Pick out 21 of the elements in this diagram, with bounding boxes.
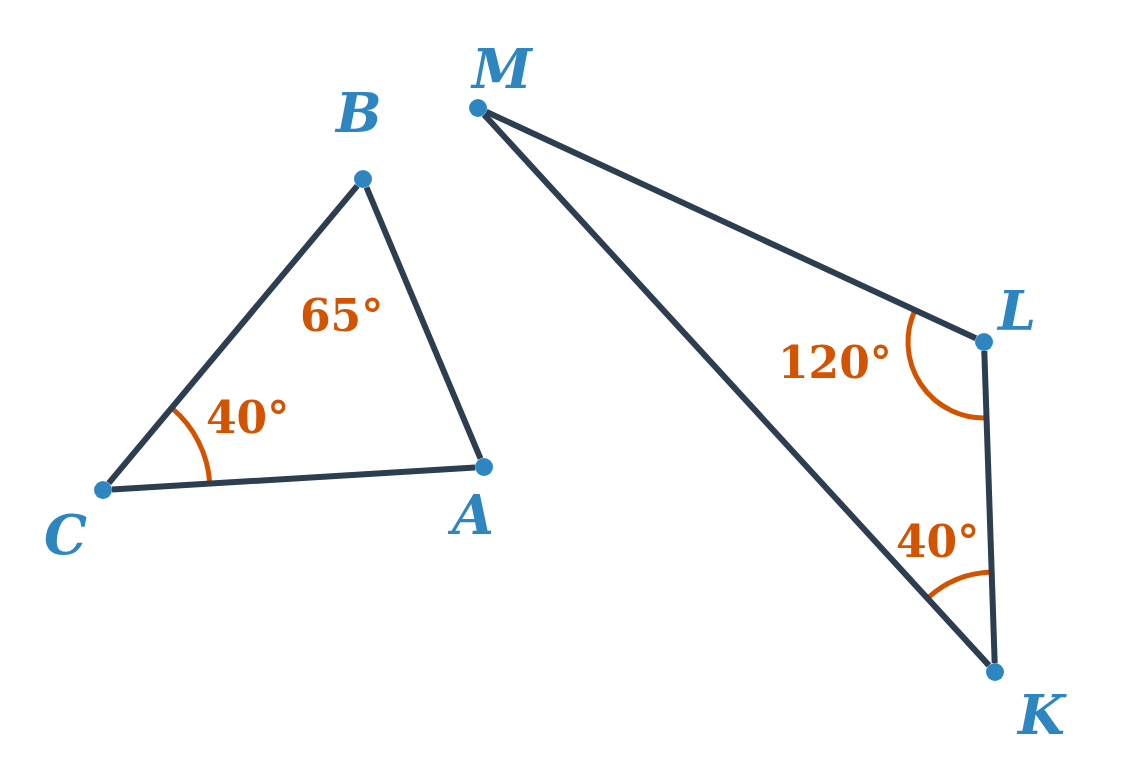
vertex-point <box>94 481 112 499</box>
vertex-point <box>986 663 1004 681</box>
vertex-point <box>475 458 493 476</box>
triangle-side <box>106 183 360 486</box>
triangle-side <box>981 350 998 664</box>
vertex-label: C <box>44 508 87 562</box>
triangle-side <box>363 186 484 460</box>
vertex-point <box>354 170 372 188</box>
angle-label: 120° <box>778 341 892 385</box>
vertex-point <box>975 333 993 351</box>
vertex-label: B <box>336 86 382 140</box>
triangle-side <box>484 109 978 341</box>
vertex-point <box>469 99 487 117</box>
angle-label: 65° <box>300 294 384 338</box>
vertex-label: K <box>1018 688 1065 742</box>
angle-label: 40° <box>896 520 980 564</box>
triangle-side <box>481 112 992 668</box>
vertex-label: M <box>472 42 532 96</box>
vertex-label: L <box>998 284 1036 338</box>
angle-label: 40° <box>206 396 290 440</box>
triangle-side <box>111 464 476 493</box>
